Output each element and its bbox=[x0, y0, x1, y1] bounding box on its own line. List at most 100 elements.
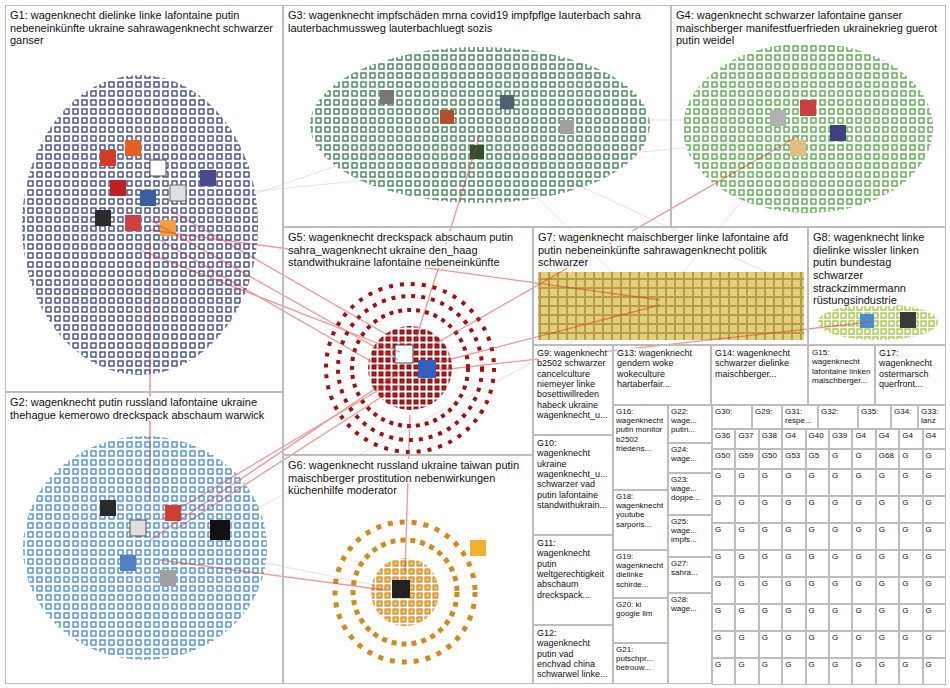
group-label: G bbox=[926, 633, 932, 642]
group-box: G bbox=[712, 658, 735, 685]
group-box: G bbox=[829, 577, 852, 604]
red-edges-part bbox=[149, 240, 150, 500]
group-box: G23: wage... doppe... bbox=[668, 473, 712, 515]
group-box: G bbox=[829, 658, 852, 685]
group-label: G bbox=[855, 660, 861, 669]
group-box: G bbox=[899, 604, 922, 631]
group-box: G4: wagenknecht schwarzer lafontaine gan… bbox=[671, 5, 946, 227]
group-box: G bbox=[712, 577, 735, 604]
group-label: G bbox=[879, 471, 885, 480]
cluster-g3-part bbox=[380, 90, 394, 104]
group-label: G9: wagenknecht b2502 schwarzer cancelcu… bbox=[537, 348, 608, 420]
group-box: G4 bbox=[899, 429, 922, 449]
group-box: G50 bbox=[759, 449, 782, 469]
group-label: G bbox=[715, 606, 721, 615]
cluster-g1-part bbox=[150, 160, 166, 176]
group-label: G bbox=[902, 471, 908, 480]
group-label: G bbox=[715, 471, 721, 480]
group-label: G bbox=[832, 471, 838, 480]
cluster-g2-part bbox=[100, 500, 116, 516]
group-label: G bbox=[809, 525, 815, 534]
group-label: G bbox=[926, 498, 932, 507]
group-box: G11: wagenknecht putin weltgerechtigkeit… bbox=[533, 535, 613, 625]
group-box: G1: wagenknecht dielinke linke lafontain… bbox=[5, 5, 283, 392]
group-label: G bbox=[879, 606, 885, 615]
cluster-g1-part bbox=[95, 210, 111, 226]
group-box: G bbox=[852, 469, 875, 496]
red-edges bbox=[140, 135, 870, 590]
cluster-g4-part bbox=[770, 110, 786, 126]
cluster-g5-part bbox=[418, 360, 436, 378]
group-label: G33: lanz bbox=[921, 407, 938, 425]
cluster-g4 bbox=[683, 43, 933, 213]
cluster-g2-part bbox=[160, 570, 176, 586]
group-box: G bbox=[806, 469, 829, 496]
group-label: G bbox=[715, 660, 721, 669]
group-box: G bbox=[829, 604, 852, 631]
cluster-g1-part bbox=[110, 180, 126, 196]
group-box: G4 bbox=[852, 429, 875, 449]
group-box: G bbox=[806, 496, 829, 523]
group-box: G bbox=[876, 469, 899, 496]
group-box: G bbox=[876, 604, 899, 631]
group-box: G bbox=[852, 523, 875, 550]
group-label: G29: bbox=[755, 407, 772, 416]
group-label: G19: wagenknecht dielinke schirde... bbox=[616, 552, 663, 589]
group-box: G2: wagenknecht putin russland lafontain… bbox=[5, 392, 283, 684]
group-box: G33: lanz bbox=[918, 405, 946, 429]
group-box: G bbox=[923, 631, 946, 658]
group-box: G bbox=[712, 496, 735, 523]
group-box: G bbox=[899, 469, 922, 496]
group-label: G bbox=[902, 633, 908, 642]
cluster-g8 bbox=[818, 304, 938, 340]
group-label: G bbox=[738, 633, 744, 642]
group-label: G6: wagenknecht russland ukraine taiwan … bbox=[288, 459, 519, 496]
group-box: G bbox=[923, 496, 946, 523]
group-label: G bbox=[738, 552, 744, 561]
group-label: G bbox=[855, 633, 861, 642]
cluster-g2-part bbox=[23, 436, 267, 660]
group-label: G bbox=[785, 498, 791, 507]
group-box: G bbox=[806, 658, 829, 685]
group-label: G bbox=[832, 451, 838, 460]
group-box: G13: wagenknecht gendern woke wokecultur… bbox=[613, 345, 711, 405]
group-label: G4: wagenknecht schwarzer lafontaine gan… bbox=[676, 9, 937, 46]
group-label: G22: wage... putin... bbox=[671, 407, 697, 434]
group-box: G36 bbox=[712, 429, 735, 449]
group-box: G bbox=[806, 631, 829, 658]
cluster-g1-part bbox=[125, 140, 141, 156]
group-label: G53 bbox=[785, 451, 800, 460]
group-label: G4 bbox=[855, 431, 866, 440]
group-box: G bbox=[782, 631, 805, 658]
group-label: G bbox=[855, 498, 861, 507]
group-box: G bbox=[923, 449, 946, 469]
group-label: G bbox=[855, 525, 861, 534]
group-box: G4 bbox=[923, 429, 946, 449]
group-label: G bbox=[809, 579, 815, 588]
group-box: G8: wagenknecht linke dielinke wissler l… bbox=[808, 227, 946, 345]
group-box: G bbox=[899, 523, 922, 550]
group-box: G bbox=[759, 523, 782, 550]
group-label: G14: wagenknecht schwarzer dielinke mais… bbox=[715, 348, 790, 379]
cluster-g3-part bbox=[310, 47, 650, 203]
group-box: G bbox=[876, 523, 899, 550]
group-label: G bbox=[809, 606, 815, 615]
group-box: G40 bbox=[806, 429, 829, 449]
group-box: G bbox=[852, 577, 875, 604]
group-box: G bbox=[759, 631, 782, 658]
group-box: G bbox=[876, 631, 899, 658]
cluster-g4-part bbox=[683, 43, 933, 213]
group-label: G bbox=[715, 525, 721, 534]
group-label: G bbox=[762, 660, 768, 669]
group-label: G16: wagenknecht putin monitor b2502 fri… bbox=[616, 407, 663, 453]
group-label: G bbox=[926, 471, 932, 480]
group-label: G25: wage... impfs... bbox=[671, 517, 697, 544]
group-box: G bbox=[852, 658, 875, 685]
group-box: G bbox=[876, 496, 899, 523]
group-label: G bbox=[762, 525, 768, 534]
group-box: G bbox=[829, 631, 852, 658]
group-label: G bbox=[926, 552, 932, 561]
cluster-g1-part bbox=[100, 150, 116, 166]
group-box: G bbox=[923, 658, 946, 685]
